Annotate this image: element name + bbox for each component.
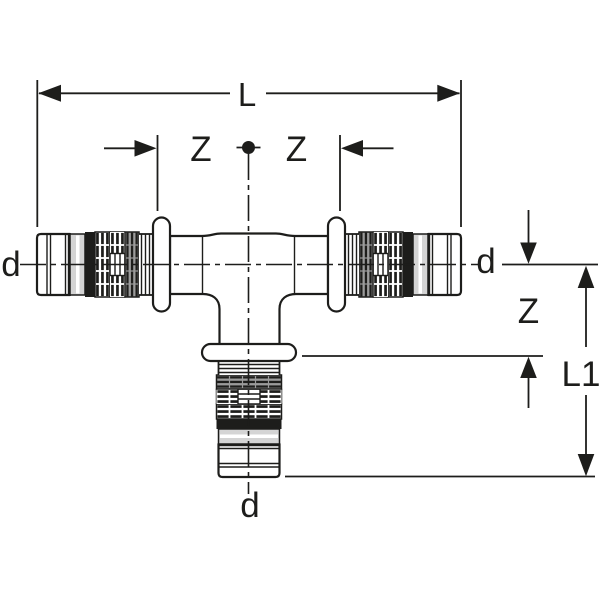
arrowhead-left [38, 84, 61, 102]
arrowhead-right [437, 84, 460, 102]
center-dot [242, 141, 255, 154]
arrowhead-up [577, 265, 595, 288]
arrowhead-right [134, 140, 157, 157]
label-Z-right: Z [286, 130, 307, 169]
dimension-Z-right: Z [286, 130, 394, 211]
label-d-right: d [476, 242, 495, 281]
diameter-labels: d d d [1, 242, 495, 525]
label-Z-vertical: Z [518, 292, 539, 331]
dimension-L: L [36, 76, 462, 227]
label-L1: L1 [562, 355, 600, 394]
label-L: L [238, 76, 256, 113]
arrowhead-up [520, 356, 537, 378]
label-d-left: d [1, 245, 20, 284]
arrowhead-down [520, 242, 537, 264]
center-reference-point [236, 141, 261, 154]
dimension-L1: L1 [285, 265, 600, 478]
label-Z-left: Z [190, 130, 211, 169]
arrowhead-left [341, 140, 363, 157]
centerlines [20, 154, 478, 494]
dimension-Z-vertical: Z [302, 210, 598, 408]
label-d-bottom: d [240, 486, 259, 525]
dimension-Z-left: Z [104, 130, 212, 211]
arrowhead-down [577, 454, 595, 477]
